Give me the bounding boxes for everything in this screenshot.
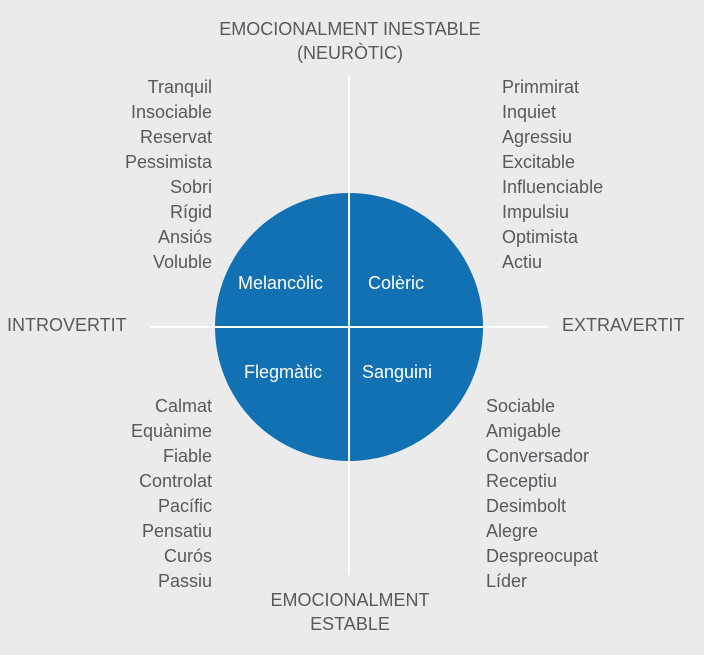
trait: Excitable: [502, 152, 576, 172]
trait: Amigable: [486, 421, 562, 441]
axis-bottom-label: EMOCIONALMENT ESTABLE: [200, 588, 500, 636]
trait: Líder: [486, 571, 528, 591]
axis-top-label: EMOCIONALMENT INESTABLE (NEURÒTIC): [150, 17, 550, 65]
trait: Sobri: [169, 177, 212, 197]
trait: Rígid: [169, 202, 212, 222]
trait: Actiu: [502, 252, 543, 272]
trait: Pensatiu: [141, 521, 212, 541]
trait: Alegre: [486, 521, 539, 541]
trait: Conversador: [486, 446, 590, 466]
trait: Pessimista: [124, 152, 212, 172]
trait: Controlat: [138, 471, 212, 491]
traits-top-right: Primmirat Inquiet Agressiu Excitable Inf…: [502, 75, 603, 275]
trait: Inquiet: [502, 102, 557, 122]
trait: Optimista: [502, 227, 579, 247]
trait: Sociable: [486, 396, 556, 416]
axis-bottom-line1: EMOCIONALMENT: [270, 590, 430, 610]
trait: Impulsiu: [502, 202, 570, 222]
quadrant-sanguine: Sanguini: [362, 362, 433, 382]
traits-bottom-right: Sociable Amigable Conversador Receptiu D…: [486, 394, 598, 594]
trait: Influenciable: [502, 177, 604, 197]
trait: Insociable: [130, 102, 212, 122]
quadrant-choleric: Colèric: [368, 273, 425, 293]
axis-left-label: INTROVERTIT: [7, 315, 127, 335]
trait: Passiu: [157, 571, 212, 591]
trait: Despreocupat: [486, 546, 599, 566]
trait: Primmirat: [502, 77, 579, 97]
trait: Tranquil: [147, 77, 212, 97]
trait: Reservat: [139, 127, 212, 147]
trait: Calmat: [154, 396, 212, 416]
traits-top-left: Tranquil Insociable Reservat Pessimista …: [125, 75, 212, 275]
traits-bottom-left: Calmat Equànime Fiable Controlat Pacífic…: [131, 394, 212, 594]
trait: Agressiu: [502, 127, 573, 147]
axis-top-line1: EMOCIONALMENT INESTABLE: [219, 19, 481, 39]
trait: Curós: [163, 546, 212, 566]
trait: Ansiós: [157, 227, 212, 247]
axis-bottom-line2: ESTABLE: [310, 614, 390, 634]
vertical-axis: [348, 75, 350, 575]
trait: Pacífic: [157, 496, 212, 516]
horizontal-axis: [150, 326, 548, 328]
trait: Receptiu: [486, 471, 558, 491]
quadrant-phlegmatic: Flegmàtic: [244, 362, 323, 382]
axis-top-line2: (NEURÒTIC): [297, 43, 403, 63]
trait: Desimbolt: [486, 496, 567, 516]
axis-right-label: EXTRAVERTIT: [562, 315, 685, 335]
trait: Voluble: [152, 252, 212, 272]
quadrant-melancholic: Melancòlic: [238, 273, 324, 293]
trait: Equànime: [130, 421, 212, 441]
trait: Fiable: [162, 446, 212, 466]
